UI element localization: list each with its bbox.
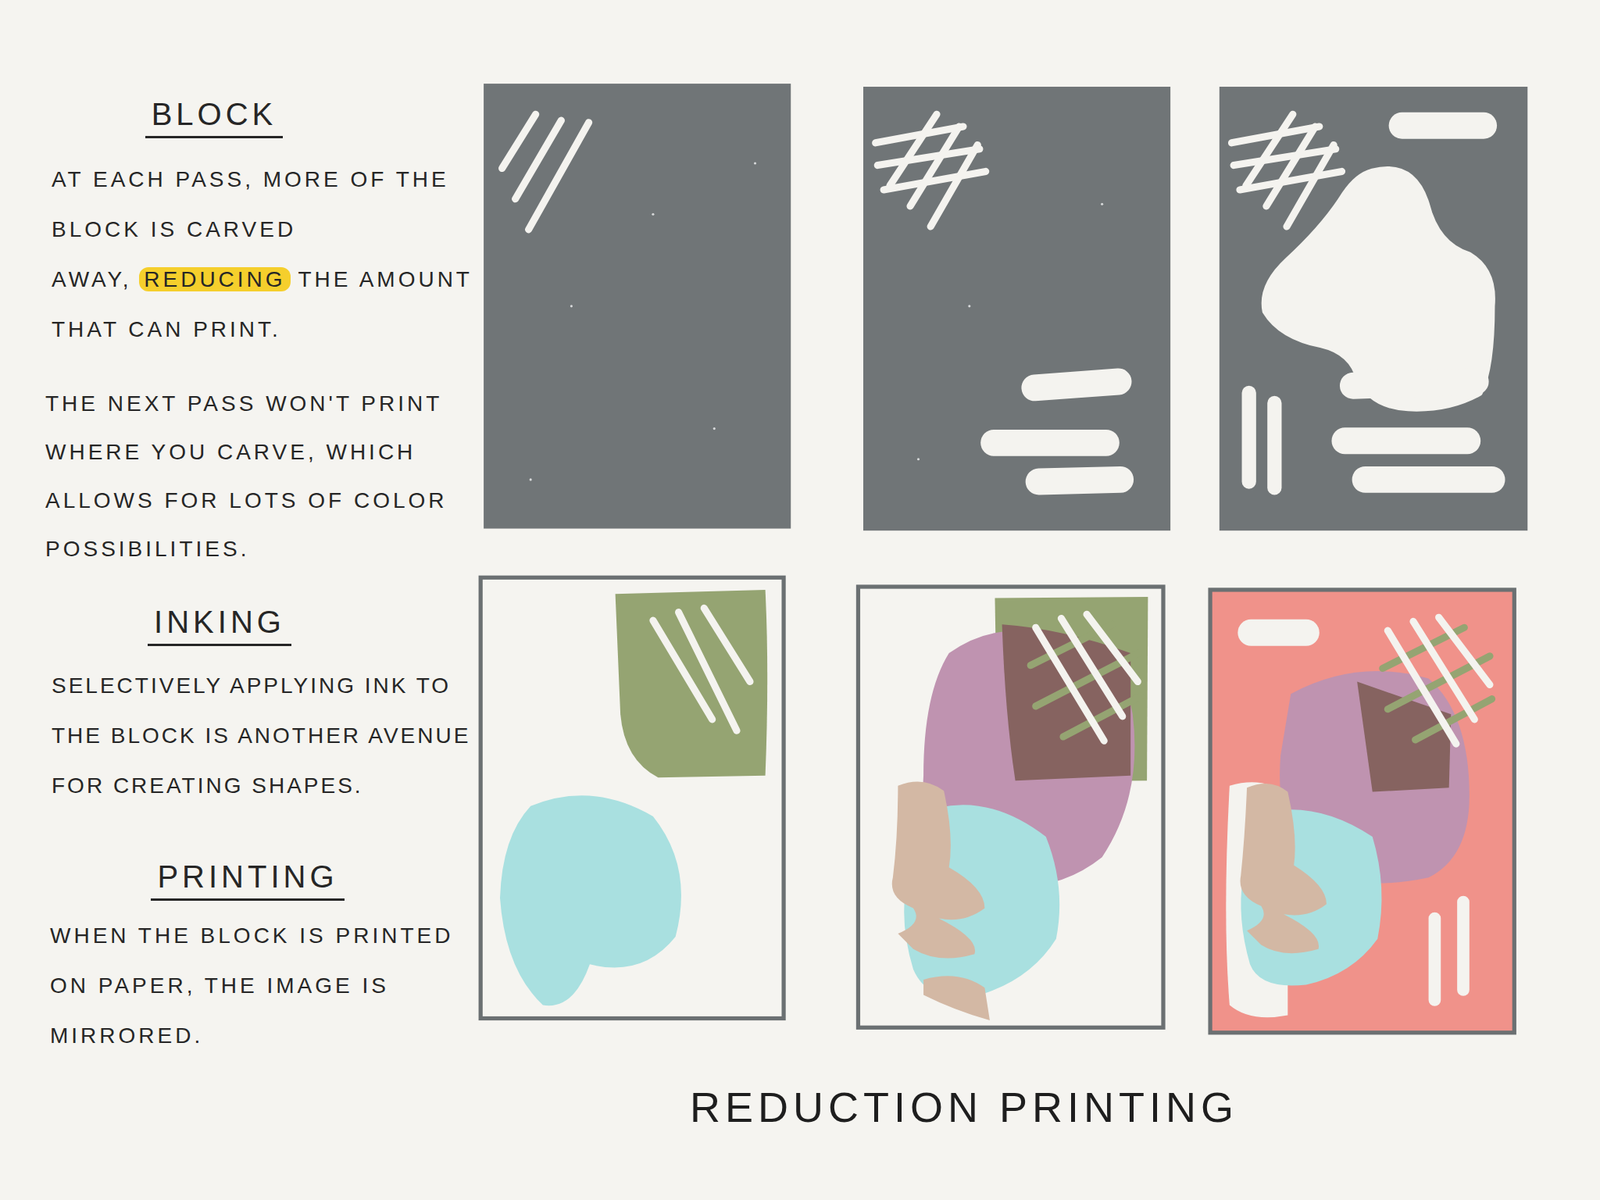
carved-block-2 — [993, 381, 1121, 482]
carved-block-1 — [713, 427, 716, 430]
print-2 — [994, 596, 1148, 782]
carved-block-2 — [863, 86, 1171, 531]
print-1 — [480, 577, 784, 1018]
carved-block-3 — [1344, 427, 1468, 454]
highlighted-word: REDUCING — [139, 267, 290, 292]
carved-block-1 — [753, 161, 757, 165]
print-2 — [892, 781, 986, 958]
carved-block-2 — [875, 114, 986, 227]
carved-block-3 — [1365, 466, 1493, 493]
carved-block-1 — [529, 161, 757, 481]
print-3 — [1250, 619, 1307, 647]
carved-block-2 — [917, 457, 920, 461]
print-2 — [1086, 614, 1138, 682]
heading-text: PRINTING — [150, 857, 344, 901]
carved-block-1 — [483, 83, 791, 529]
carved-block-1 — [528, 122, 590, 230]
print-1 — [615, 589, 768, 778]
carved-block-2 — [1100, 203, 1104, 206]
carved-block-2 — [1034, 381, 1118, 388]
note-text: SELECTIVELY APPLYING INK TO THE BLOCK IS… — [51, 660, 490, 811]
carved-block-1 — [570, 304, 573, 308]
print-3 — [1210, 589, 1515, 1033]
carved-block-1 — [483, 83, 791, 529]
print-1 — [678, 612, 737, 732]
print-2 — [923, 975, 990, 1021]
carved-block-1 — [529, 478, 533, 481]
section-heading: INKING — [147, 603, 292, 647]
section-heading: PRINTING — [150, 857, 344, 901]
print-3 — [1239, 783, 1326, 954]
print-3 — [1434, 902, 1464, 1000]
body-text: THE NEXT PASS WON'T PRINT WHERE YOU CARV… — [45, 391, 448, 561]
note-text: WHEN THE BLOCK IS PRINTED ON PAPER, THE … — [50, 910, 488, 1061]
body-text: WHEN THE BLOCK IS PRINTED ON PAPER, THE … — [50, 923, 454, 1048]
carved-block-2 — [1039, 479, 1121, 483]
print-2 — [1060, 618, 1122, 717]
carved-block-1 — [502, 114, 590, 230]
carved-block-3 — [1219, 86, 1528, 531]
carved-block-3 — [1264, 169, 1493, 409]
carved-block-3 — [1267, 403, 1282, 488]
print-3 — [1439, 617, 1490, 685]
print-3 — [1387, 630, 1457, 744]
carved-block-3 — [1249, 392, 1275, 488]
carved-block-2 — [863, 86, 1171, 531]
print-1 — [703, 607, 750, 682]
carved-block-1 — [502, 114, 536, 168]
carved-block-3 — [1231, 114, 1342, 227]
note-text: AT EACH PASS, MORE OF THE BLOCK IS CARVE… — [51, 154, 490, 355]
print-2 — [857, 586, 1164, 1028]
note-text: THE NEXT PASS WON'T PRINT WHERE YOU CARV… — [45, 379, 483, 574]
body-text: SELECTIVELY APPLYING INK TO THE BLOCK IS… — [51, 673, 471, 798]
print-3 — [1428, 918, 1442, 1000]
carved-block-2 — [967, 304, 971, 308]
carved-block-2 — [917, 203, 1104, 461]
carved-block-3 — [1219, 86, 1528, 531]
carved-block-1 — [651, 213, 654, 216]
print-2 — [857, 586, 1164, 1028]
carved-block-2 — [993, 429, 1107, 457]
heading-text: INKING — [147, 603, 292, 647]
print-2 — [1035, 627, 1105, 741]
print-3 — [1387, 617, 1490, 744]
print-1 — [480, 577, 784, 1018]
print-3 — [1210, 589, 1515, 1033]
print-1 — [500, 795, 682, 1006]
print-3 — [1413, 621, 1475, 719]
carved-block-3 — [1344, 381, 1492, 479]
print-1 — [653, 607, 750, 731]
carved-block-3 — [1242, 392, 1257, 483]
print-2 — [1035, 614, 1139, 741]
section-heading: BLOCK — [145, 95, 284, 139]
diagram-title: REDUCTION PRINTING — [689, 1082, 1239, 1132]
carved-block-3 — [1353, 381, 1476, 386]
heading-text: BLOCK — [145, 95, 284, 139]
carved-block-3 — [1402, 112, 1484, 140]
print-3 — [1457, 902, 1470, 990]
